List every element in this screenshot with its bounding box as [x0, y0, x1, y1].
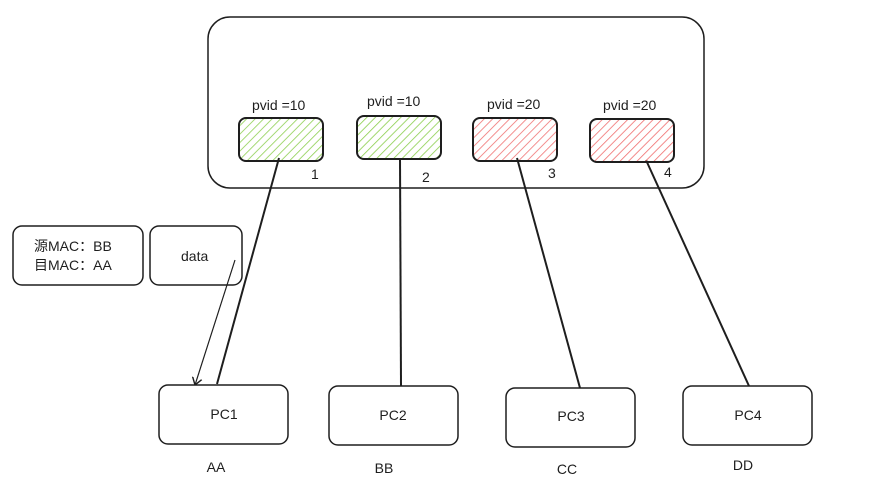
pc-4-mac: DD [733, 457, 753, 473]
frame-arrow [195, 259, 236, 385]
pc-1-name: PC1 [210, 406, 237, 422]
pc-4: PC4 DD [682, 385, 813, 473]
cable-port2-pc2 [399, 157, 402, 387]
pc-1-box [158, 384, 289, 445]
pc-3-box [505, 387, 636, 448]
port-4: pvid =20 4 [589, 97, 675, 180]
cables [216, 157, 750, 389]
pc-4-box [682, 385, 813, 446]
frame-dst-mac: 目MAC：AA [34, 257, 112, 273]
port-1-pvid-label: pvid =10 [252, 97, 306, 113]
pc-3: PC3 CC [505, 387, 636, 477]
cable-port3-pc3 [516, 157, 581, 389]
port-4-pvid-label: pvid =20 [603, 97, 657, 113]
port-1-box [238, 117, 324, 162]
switch-body [207, 16, 705, 189]
pc-3-name: PC3 [557, 408, 584, 424]
frame: 源MAC：BB 目MAC：AA data [12, 225, 243, 286]
cable-port4-pc4 [645, 159, 750, 387]
pc-1: PC1 AA [158, 384, 289, 475]
port-1: pvid =10 1 [238, 97, 324, 182]
pc-2-name: PC2 [379, 407, 406, 423]
frame-payload-box [149, 225, 243, 286]
port-2-number: 2 [422, 169, 430, 185]
port-1-number: 1 [311, 166, 319, 182]
port-3-number: 3 [548, 165, 556, 181]
pc-3-mac: CC [557, 461, 577, 477]
port-2-box [356, 115, 442, 160]
port-4-box [589, 118, 675, 163]
pc-2: PC2 BB [328, 385, 459, 476]
port-2: pvid =10 2 [356, 93, 442, 185]
port-2-pvid-label: pvid =10 [367, 93, 421, 109]
frame-payload-label: data [181, 248, 208, 264]
port-4-number: 4 [664, 164, 672, 180]
pc-2-mac: BB [375, 460, 394, 476]
port-3: pvid =20 3 [472, 96, 558, 181]
port-3-pvid-label: pvid =20 [487, 96, 541, 112]
frame-header-box [12, 225, 144, 286]
pc-4-name: PC4 [734, 407, 761, 423]
pc-1-mac: AA [207, 459, 226, 475]
cable-port1-pc1 [216, 157, 280, 385]
frame-src-mac: 源MAC：BB [34, 238, 112, 254]
pc-2-box [328, 385, 459, 446]
port-3-box [472, 117, 558, 162]
